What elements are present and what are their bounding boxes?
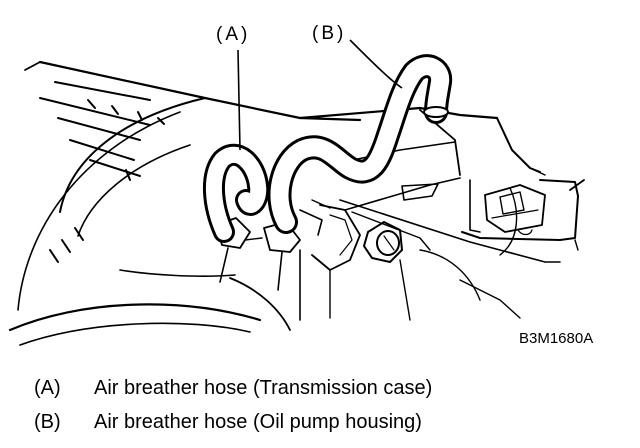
bracket-slot — [401, 183, 439, 201]
air-breather-hose-b — [267, 54, 453, 234]
callout-label-b: (B) — [312, 23, 347, 44]
lower-body-line-8 — [499, 187, 518, 256]
legend-text: Air breather hose (Oil pump housing) — [94, 411, 422, 433]
bracket-plate-inner — [329, 214, 353, 256]
leader-line-b — [349, 39, 403, 89]
lower-body-line-6 — [419, 249, 481, 301]
lower-body-line-1 — [339, 199, 561, 263]
wire-bracket — [461, 167, 585, 251]
case-ribs — [39, 81, 165, 263]
legend-key: (A) — [34, 377, 61, 399]
bolt — [363, 221, 403, 263]
transmission-case-curve-outer — [59, 97, 206, 213]
transmission-case-outline — [38, 60, 362, 122]
figure-code: B3M1680A — [519, 330, 594, 347]
legend-key: (B) — [34, 411, 61, 433]
legend-text: Air breather hose (Transmission case) — [94, 377, 433, 399]
transmission-case-left-edge — [24, 61, 41, 71]
lower-arc-right — [229, 277, 291, 331]
lower-arc-outer — [8, 303, 262, 332]
callout-label-a: (A) — [216, 24, 251, 45]
lower-body-line-2 — [351, 211, 431, 251]
transmission-case-arc — [17, 111, 181, 311]
lower-body-line-7 — [459, 279, 521, 319]
connector-box — [484, 184, 546, 236]
transmission-case-curve-inner — [77, 144, 191, 237]
lower-arc-inner — [19, 322, 251, 346]
bracket-right-edge — [496, 117, 541, 173]
lower-body-line-5 — [399, 259, 411, 321]
lower-arc-left — [119, 269, 236, 277]
bracket-plate — [311, 204, 361, 271]
air-breather-hose-a — [202, 143, 270, 243]
leader-line-a — [237, 49, 241, 151]
